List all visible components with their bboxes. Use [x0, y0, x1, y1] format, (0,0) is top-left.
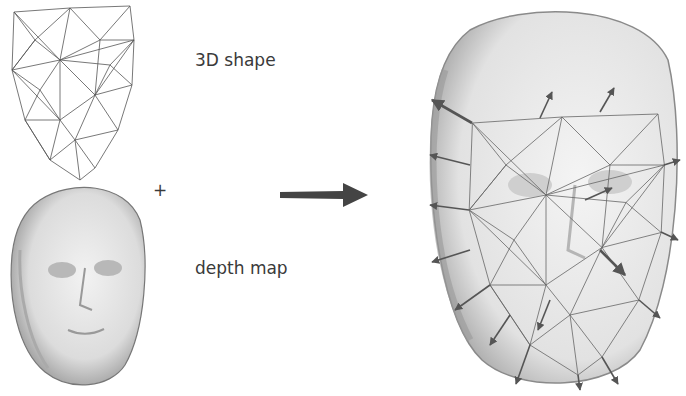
- text-label: 3D shape: [195, 50, 276, 70]
- fitted-head: [431, 12, 677, 383]
- displacement-arrows: [430, 88, 680, 390]
- wireframe-mesh: [12, 6, 134, 180]
- process-arrow: [280, 183, 368, 207]
- depth-map-head: [11, 187, 145, 384]
- text-label: depth map: [195, 258, 288, 278]
- plus-sign: +: [153, 180, 167, 200]
